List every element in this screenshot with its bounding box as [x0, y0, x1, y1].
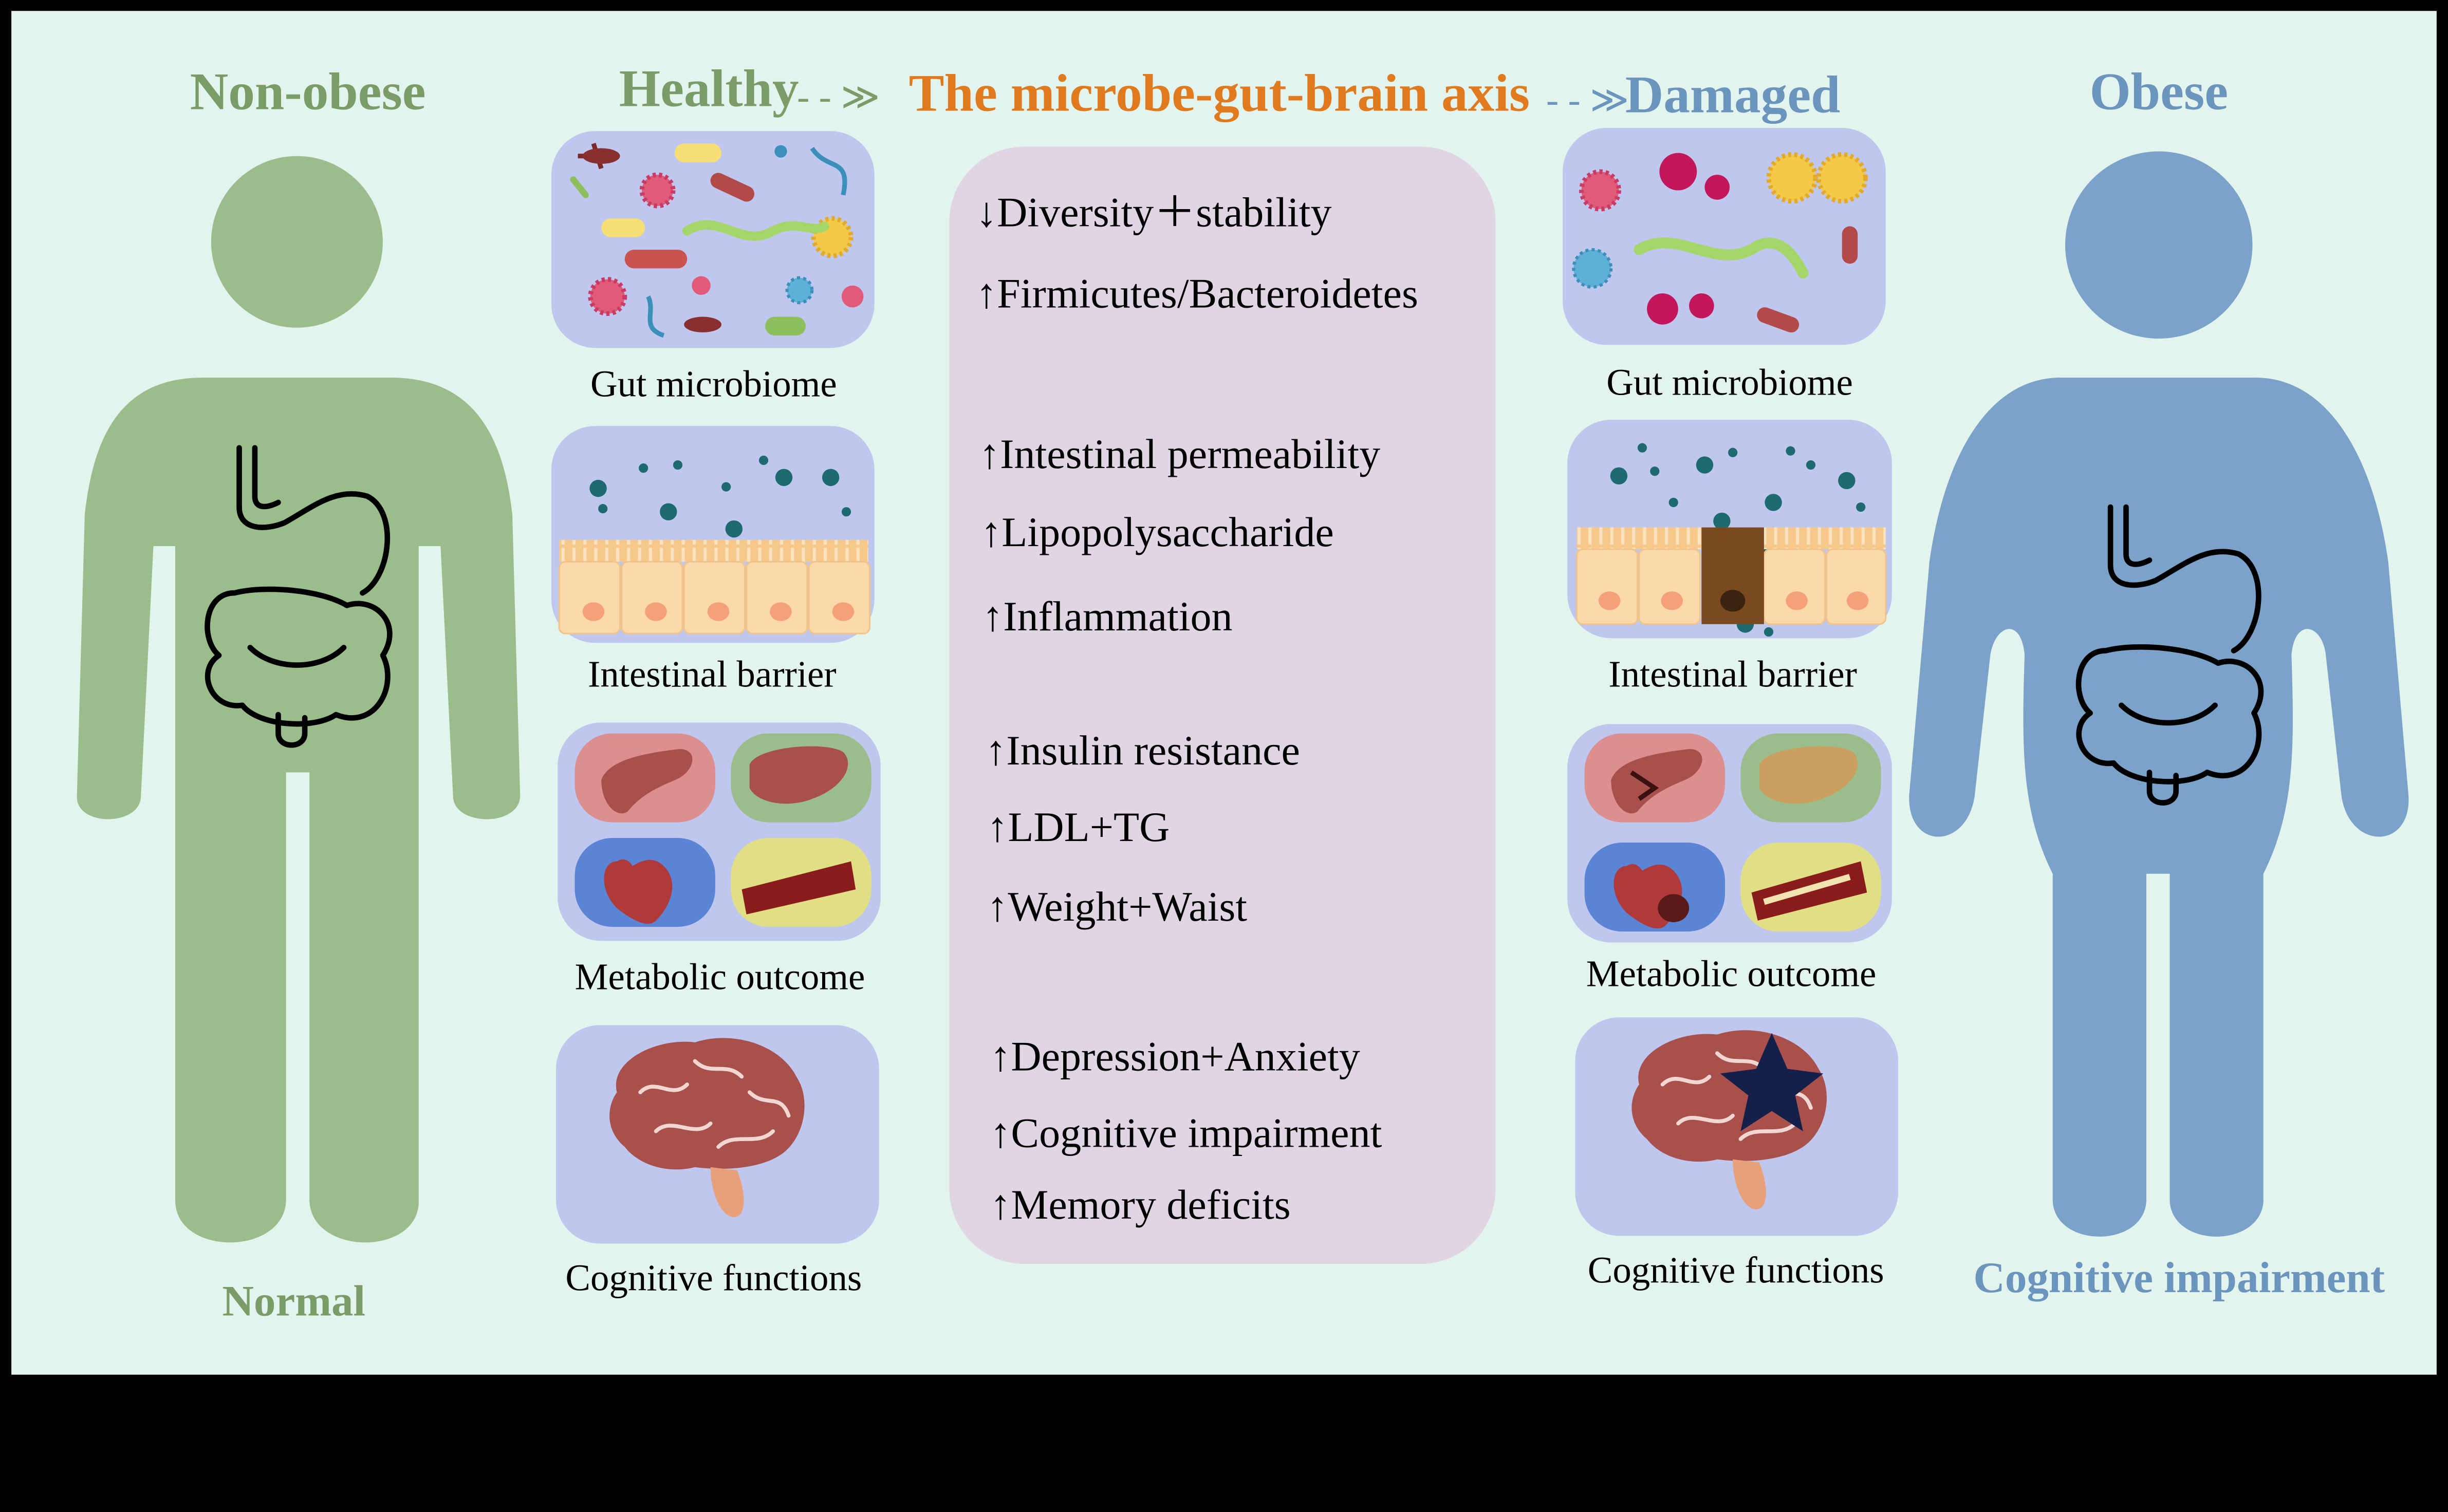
- effect-item: ↑Inflammation: [982, 593, 1232, 640]
- panel-label-gut-microbiome-left: Gut microbiome: [590, 363, 837, 404]
- effect-item: ↑Lipopolysaccharide: [980, 509, 1334, 555]
- heart-icon: [604, 859, 673, 924]
- pancreas-icon: [1611, 749, 1702, 814]
- person-silhouette-icon: [77, 156, 521, 1243]
- metabolic-outcome-panel-damaged: [1567, 724, 1892, 943]
- obese-person-silhouette-icon: [1909, 151, 2409, 1237]
- arrow-left: - - ≫: [797, 76, 880, 118]
- brain-icon: [609, 1038, 805, 1217]
- intestinal-barrier-panel-healthy: [551, 426, 875, 643]
- panel-label-cognitive-functions-right: Cognitive functions: [1588, 1249, 1884, 1291]
- intestinal-barrier-panel-damaged: [1567, 419, 1892, 639]
- damage-star-icon: [1720, 1033, 1824, 1131]
- cognitive-functions-panel-damaged: [1575, 1017, 1899, 1236]
- liver-icon: [749, 746, 848, 804]
- axis-title: The microbe-gut-brain axis: [909, 64, 1530, 123]
- pancreas-icon: [601, 749, 693, 814]
- panel-label-gut-microbiome-right: Gut microbiome: [1606, 361, 1853, 403]
- panel-label-cognitive-functions-left: Cognitive functions: [565, 1257, 862, 1299]
- panel-label-intestinal-barrier-left: Intestinal barrier: [588, 653, 837, 695]
- bacteria-icon: [570, 143, 864, 338]
- gut-microbiome-panel-healthy: [551, 131, 875, 348]
- cognitive-impairment-status: Cognitive impairment: [1973, 1254, 2385, 1302]
- panel-label-metabolic-outcome-right: Metabolic outcome: [1586, 953, 1877, 994]
- damaged-label: Damaged: [1625, 66, 1841, 124]
- cognitive-functions-panel-healthy: [556, 1025, 879, 1244]
- normal-status: Normal: [222, 1277, 366, 1325]
- obese-title: Obese: [2089, 63, 2228, 121]
- metabolic-outcome-panel-healthy: [558, 722, 881, 941]
- arrow-right: - - ≫: [1546, 79, 1629, 121]
- panel-label-metabolic-outcome-left: Metabolic outcome: [575, 956, 865, 998]
- blood-vessel-icon: [741, 861, 856, 914]
- healthy-label: Healthy: [619, 60, 799, 118]
- bacteria-icon: [1572, 152, 1868, 333]
- effect-item: ↑LDL+TG: [987, 804, 1170, 850]
- panel-label-intestinal-barrier-right: Intestinal barrier: [1608, 653, 1857, 695]
- stomach-intestine-icon-obese: [2075, 504, 2264, 806]
- effects-list: ↓Diversity＋stability ↑Firmicutes/Bactero…: [976, 189, 1418, 1228]
- stomach-intestine-icon: [205, 445, 393, 748]
- effect-item: ↑Weight+Waist: [987, 883, 1247, 930]
- effect-item: ↓Diversity＋stability: [976, 189, 1331, 235]
- gut-microbiome-panel-damaged: [1563, 128, 1886, 345]
- non-obese-title: Non-obese: [190, 63, 426, 121]
- effect-item: ↑Firmicutes/Bacteroidetes: [976, 270, 1418, 316]
- fatty-liver-icon: [1759, 746, 1858, 804]
- effect-item: ↑Intestinal permeability: [979, 431, 1380, 477]
- effect-item: ↑Depression+Anxiety: [990, 1033, 1360, 1079]
- effect-item: ↑Insulin resistance: [985, 727, 1300, 774]
- effect-item: ↑Memory deficits: [990, 1181, 1290, 1228]
- effects-panel: [949, 146, 1496, 1264]
- effect-item: ↑Cognitive impairment: [990, 1109, 1382, 1156]
